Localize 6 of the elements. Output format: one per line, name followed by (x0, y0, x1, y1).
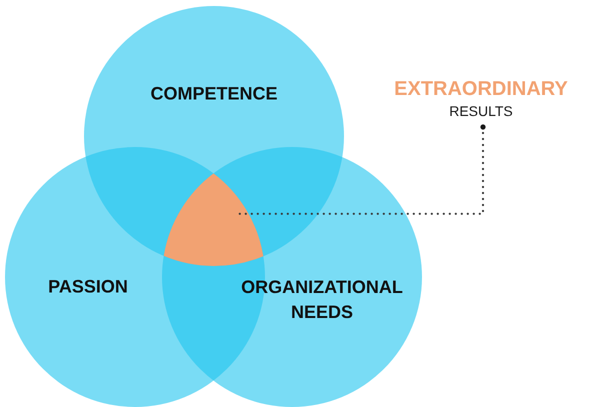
circle-label: ORGANIZATIONAL NEEDS (240, 276, 404, 324)
callout-heading: EXTRAORDINARY (394, 78, 568, 100)
circle-label: PASSION (47, 276, 129, 298)
overlap-region (162, 172, 265, 267)
callout-subheading: RESULTS (449, 103, 513, 119)
circle-label: COMPETENCE (149, 82, 278, 106)
